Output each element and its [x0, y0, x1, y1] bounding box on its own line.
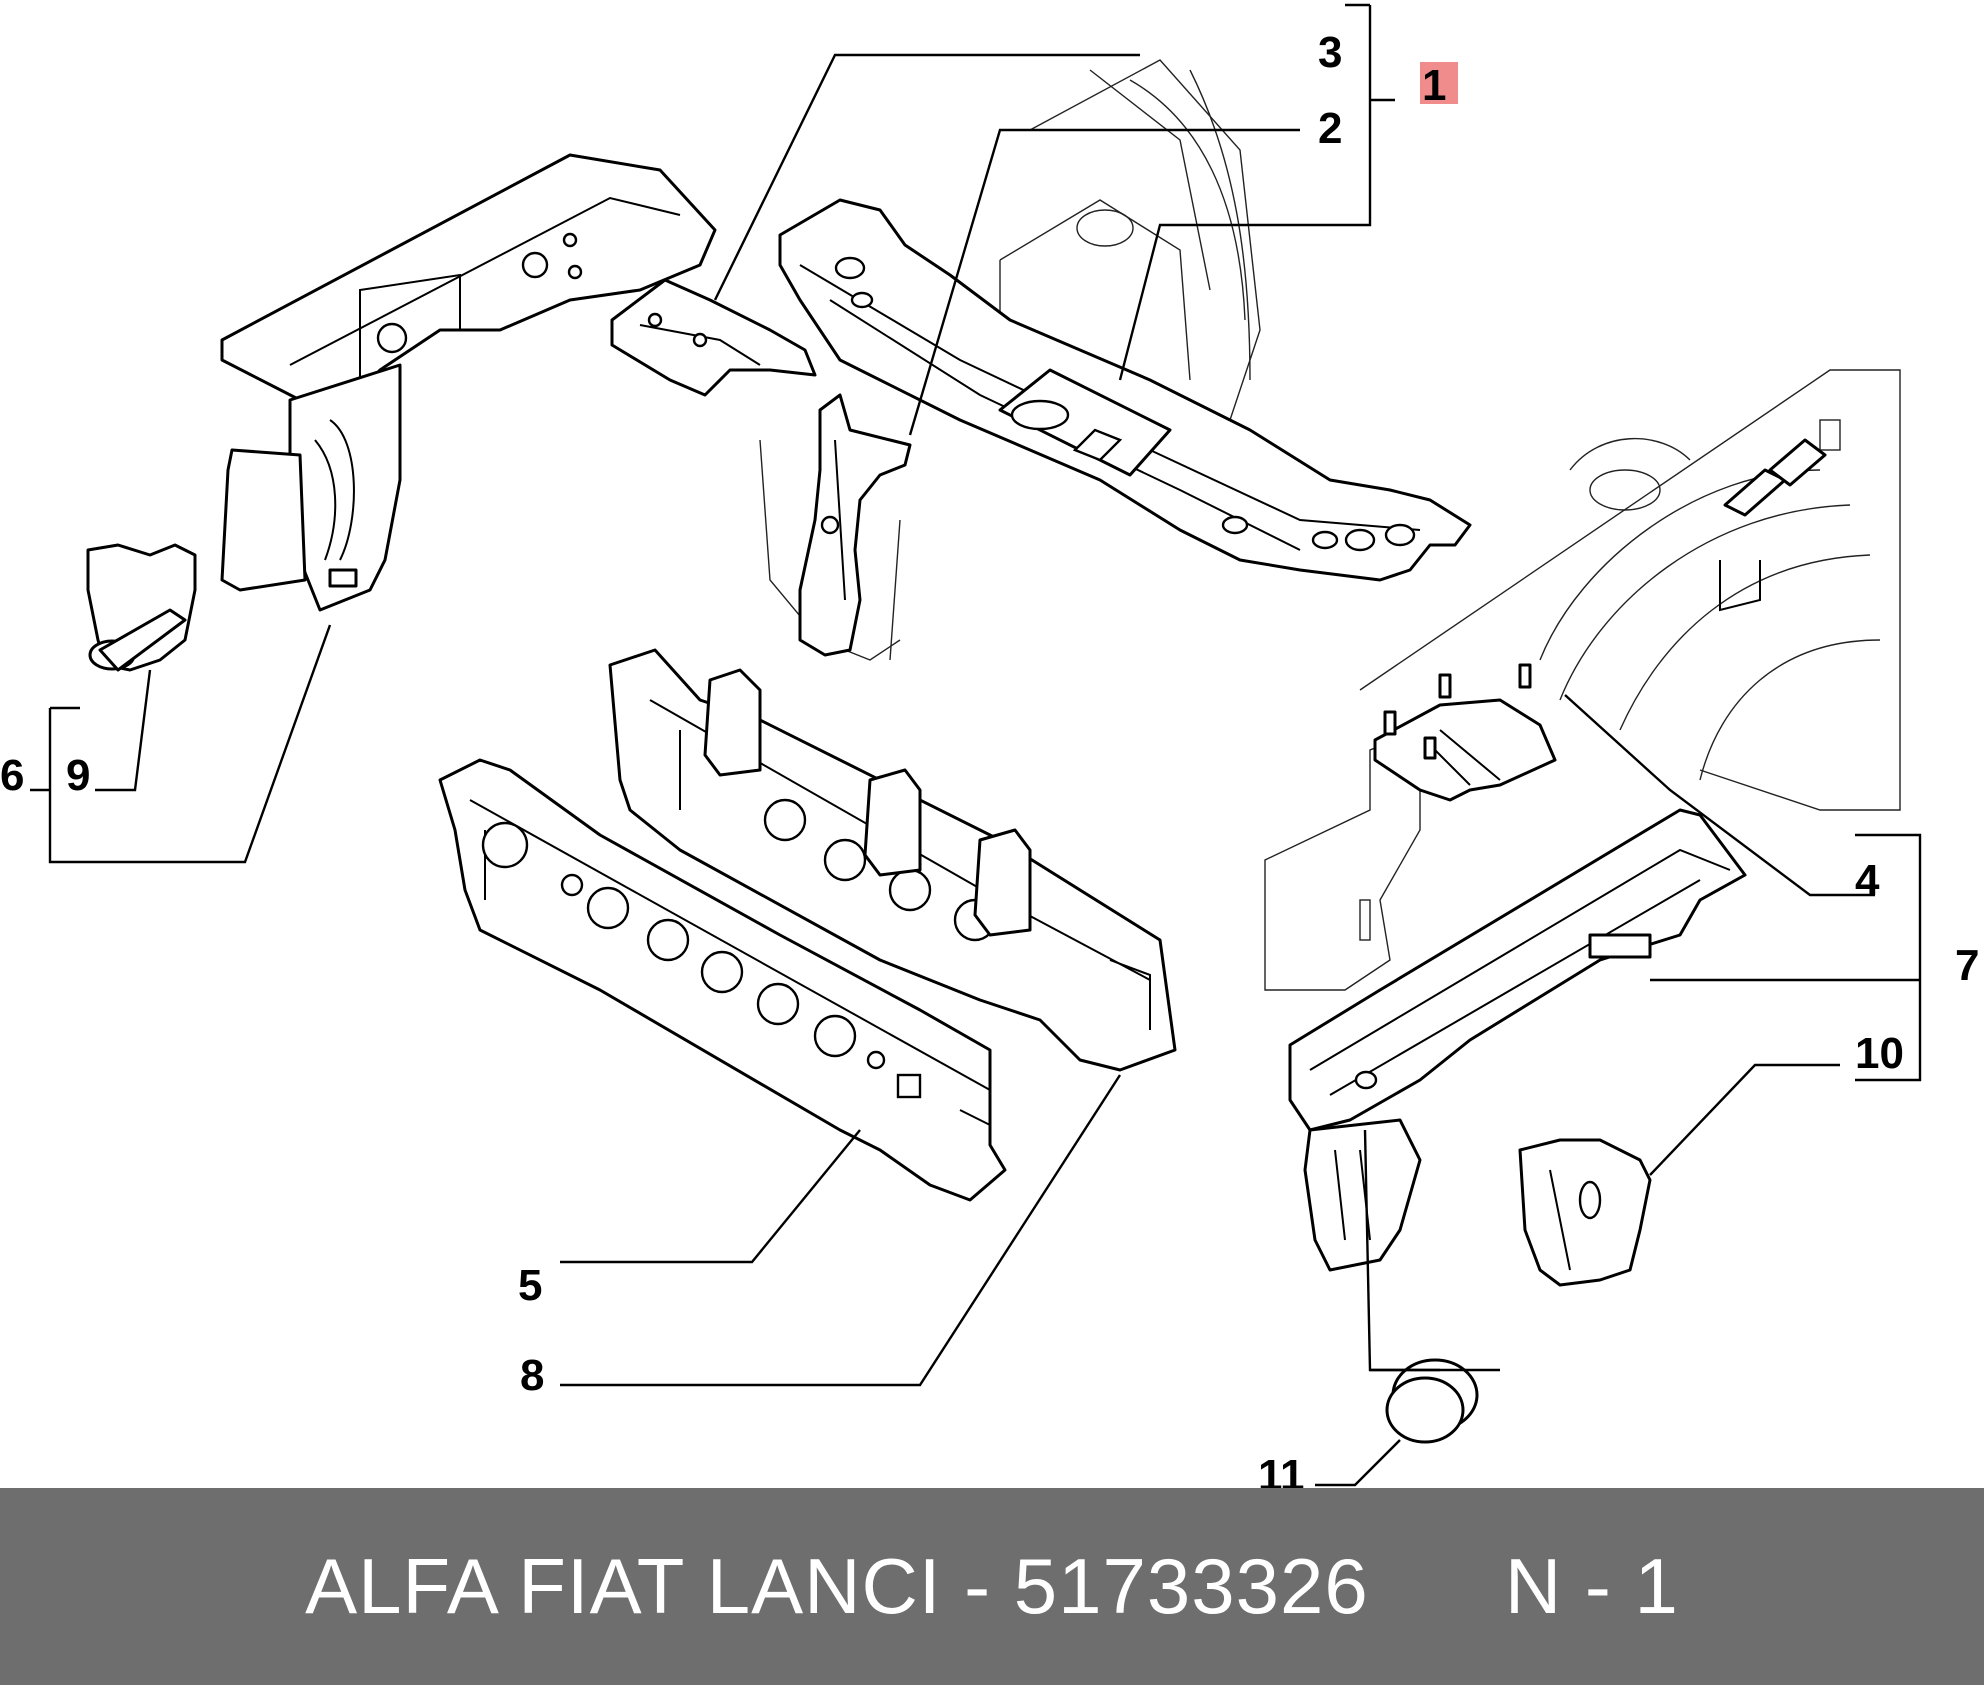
right-wheelhouse-outline — [1264, 369, 1901, 991]
callout-10[interactable]: 10 — [1855, 1029, 1904, 1078]
part-2-vertical-bracket — [798, 393, 912, 657]
caption-gap — [1369, 1542, 1505, 1630]
callout-7[interactable]: 7 — [1955, 941, 1979, 990]
part-8-lower-crossmember — [608, 648, 1177, 1072]
part-11-plug — [1385, 1358, 1479, 1444]
callout-3[interactable]: 3 — [1318, 28, 1342, 77]
callout-1[interactable]: 1 — [1422, 61, 1446, 110]
highlight-marker — [1420, 62, 1458, 104]
exploded-parts-diagram: 1 2 3 4 5 6 7 8 9 10 11 — [0, 3, 1979, 1488]
callout-9[interactable]: 9 — [66, 751, 90, 800]
part-6-left-front-member — [220, 153, 717, 612]
part-10-bracket — [1518, 1138, 1652, 1287]
part-4-mount-plate — [1373, 663, 1557, 802]
callout-2[interactable]: 2 — [1318, 104, 1342, 153]
callout-5[interactable]: 5 — [518, 1261, 542, 1310]
page-indicator: N - 1 — [1504, 1542, 1679, 1630]
callout-labels: 1 2 3 4 5 6 7 8 9 10 11 — [0, 28, 1979, 1488]
body-shell-outline — [759, 59, 1261, 661]
part-3-bracket — [610, 278, 817, 397]
footer-bar: ALFA FIAT LANCI - 51733326 N - 1 — [0, 1488, 1984, 1685]
part-5-front-crossmember — [438, 758, 1007, 1202]
callout-11[interactable]: 11 — [1258, 1451, 1305, 1488]
callout-6[interactable]: 6 — [0, 751, 24, 800]
callout-8[interactable]: 8 — [520, 1351, 544, 1400]
part-number-label: ALFA FIAT LANCI - 51733326 — [305, 1542, 1369, 1630]
part-1-upper-crossmember — [778, 198, 1472, 582]
callout-4[interactable]: 4 — [1855, 856, 1880, 905]
part-9-tow-bracket — [86, 543, 197, 672]
part-7-right-front-member — [1288, 808, 1747, 1272]
leader-lines — [30, 3, 1922, 1487]
footer-caption: ALFA FIAT LANCI - 51733326 N - 1 — [305, 1541, 1679, 1632]
